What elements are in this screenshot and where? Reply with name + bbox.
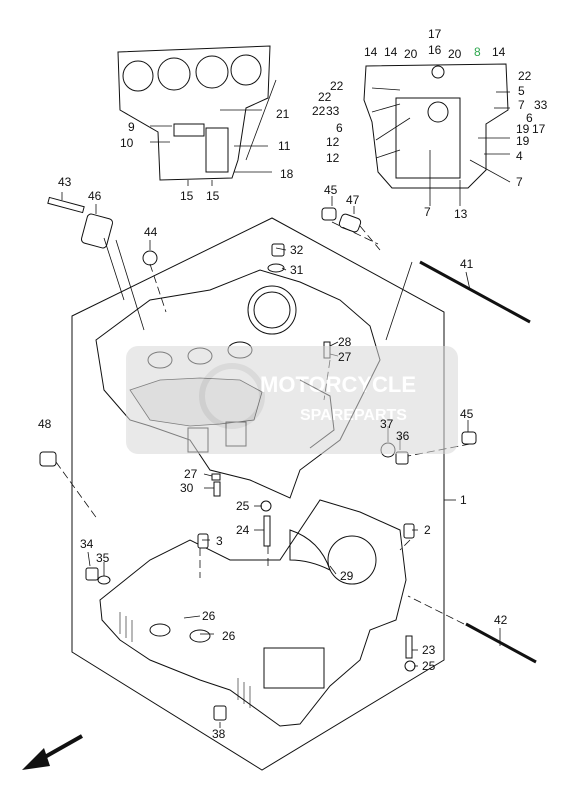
part-label-20: 20 — [404, 47, 418, 61]
part-label-33: 33 — [326, 104, 340, 118]
part-label-1: 1 — [460, 493, 467, 507]
part-label-15: 15 — [180, 189, 194, 203]
leader-lines — [55, 192, 501, 728]
part-label-3: 3 — [216, 534, 223, 548]
part-label-34: 34 — [80, 537, 94, 551]
part-label-16: 16 — [428, 43, 442, 57]
part-label-7: 7 — [516, 175, 523, 189]
part-label-14: 14 — [492, 45, 506, 59]
part-label-45: 45 — [460, 407, 474, 421]
part-label-47: 47 — [346, 193, 360, 207]
part-label-41: 41 — [460, 257, 474, 271]
part-label-14: 14 — [384, 45, 398, 59]
part-label-28: 28 — [338, 335, 352, 349]
part-label-19: 19 — [516, 134, 530, 148]
part-label-22: 22 — [518, 69, 532, 83]
part-label-12: 12 — [326, 135, 340, 149]
front-direction-arrow-icon — [22, 734, 83, 770]
part-label-37: 37 — [380, 417, 394, 431]
part-label-22: 22 — [330, 79, 344, 93]
part-label-45: 45 — [324, 183, 338, 197]
part-label-43: 43 — [58, 175, 72, 189]
part-label-13: 13 — [454, 207, 468, 221]
part-label-44: 44 — [144, 225, 158, 239]
part-label-8: 8 — [474, 45, 481, 59]
part-label-38: 38 — [212, 727, 226, 741]
watermark-sub: SPAREPARTS — [300, 407, 407, 424]
part-label-6: 6 — [526, 111, 533, 125]
part-label-15: 15 — [206, 189, 220, 203]
part-label-6: 6 — [336, 121, 343, 135]
part-label-27: 27 — [184, 467, 198, 481]
part-label-26: 26 — [202, 609, 216, 623]
part-label-17: 17 — [532, 122, 546, 136]
part-label-23: 23 — [422, 643, 436, 657]
part-label-46: 46 — [88, 189, 102, 203]
part-label-22: 22 — [312, 104, 326, 118]
part-label-26: 26 — [222, 629, 236, 643]
part-label-4: 4 — [516, 149, 523, 163]
part-label-9: 9 — [128, 120, 135, 134]
part-label-35: 35 — [96, 551, 110, 565]
part-label-10: 10 — [120, 136, 134, 150]
part-label-5: 5 — [518, 84, 525, 98]
small-parts — [39, 196, 537, 721]
part-label-27: 27 — [338, 350, 352, 364]
part-label-25: 25 — [236, 499, 250, 513]
part-label-30: 30 — [180, 481, 194, 495]
lower-crankcase — [99, 499, 407, 727]
part-label-12: 12 — [326, 151, 340, 165]
part-label-21: 21 — [276, 107, 290, 121]
part-label-18: 18 — [280, 167, 294, 181]
part-label-17: 17 — [428, 27, 442, 41]
part-label-42: 42 — [494, 613, 508, 627]
part-label-14: 14 — [364, 45, 378, 59]
inset-top-right-crankcase-view — [363, 63, 511, 206]
watermark-brand: MOTORCYCLE — [260, 372, 416, 397]
exploded-assembly-frame — [71, 217, 445, 771]
part-label-19: 19 — [516, 122, 530, 136]
part-label-29: 29 — [340, 569, 354, 583]
part-label-2: 2 — [424, 523, 431, 537]
part-label-32: 32 — [290, 243, 304, 257]
part-label-7: 7 — [518, 98, 525, 112]
part-label-24: 24 — [236, 523, 250, 537]
part-label-31: 31 — [290, 263, 304, 277]
watermark: MOTORCYCLE SPAREPARTS — [126, 346, 458, 454]
part-label-48: 48 — [38, 417, 52, 431]
part-label-20: 20 — [448, 47, 462, 61]
inset-top-left-crankcase-view — [117, 45, 277, 186]
part-label-7: 7 — [424, 205, 431, 219]
part-label-22: 22 — [318, 90, 332, 104]
part-label-36: 36 — [396, 429, 410, 443]
part-label-11: 11 — [278, 139, 291, 153]
part-label-33: 33 — [534, 98, 548, 112]
part-labels: 43 46 44 45 47 32 31 41 28 27 48 45 37 3… — [38, 27, 548, 741]
part-label-25: 25 — [422, 659, 436, 673]
